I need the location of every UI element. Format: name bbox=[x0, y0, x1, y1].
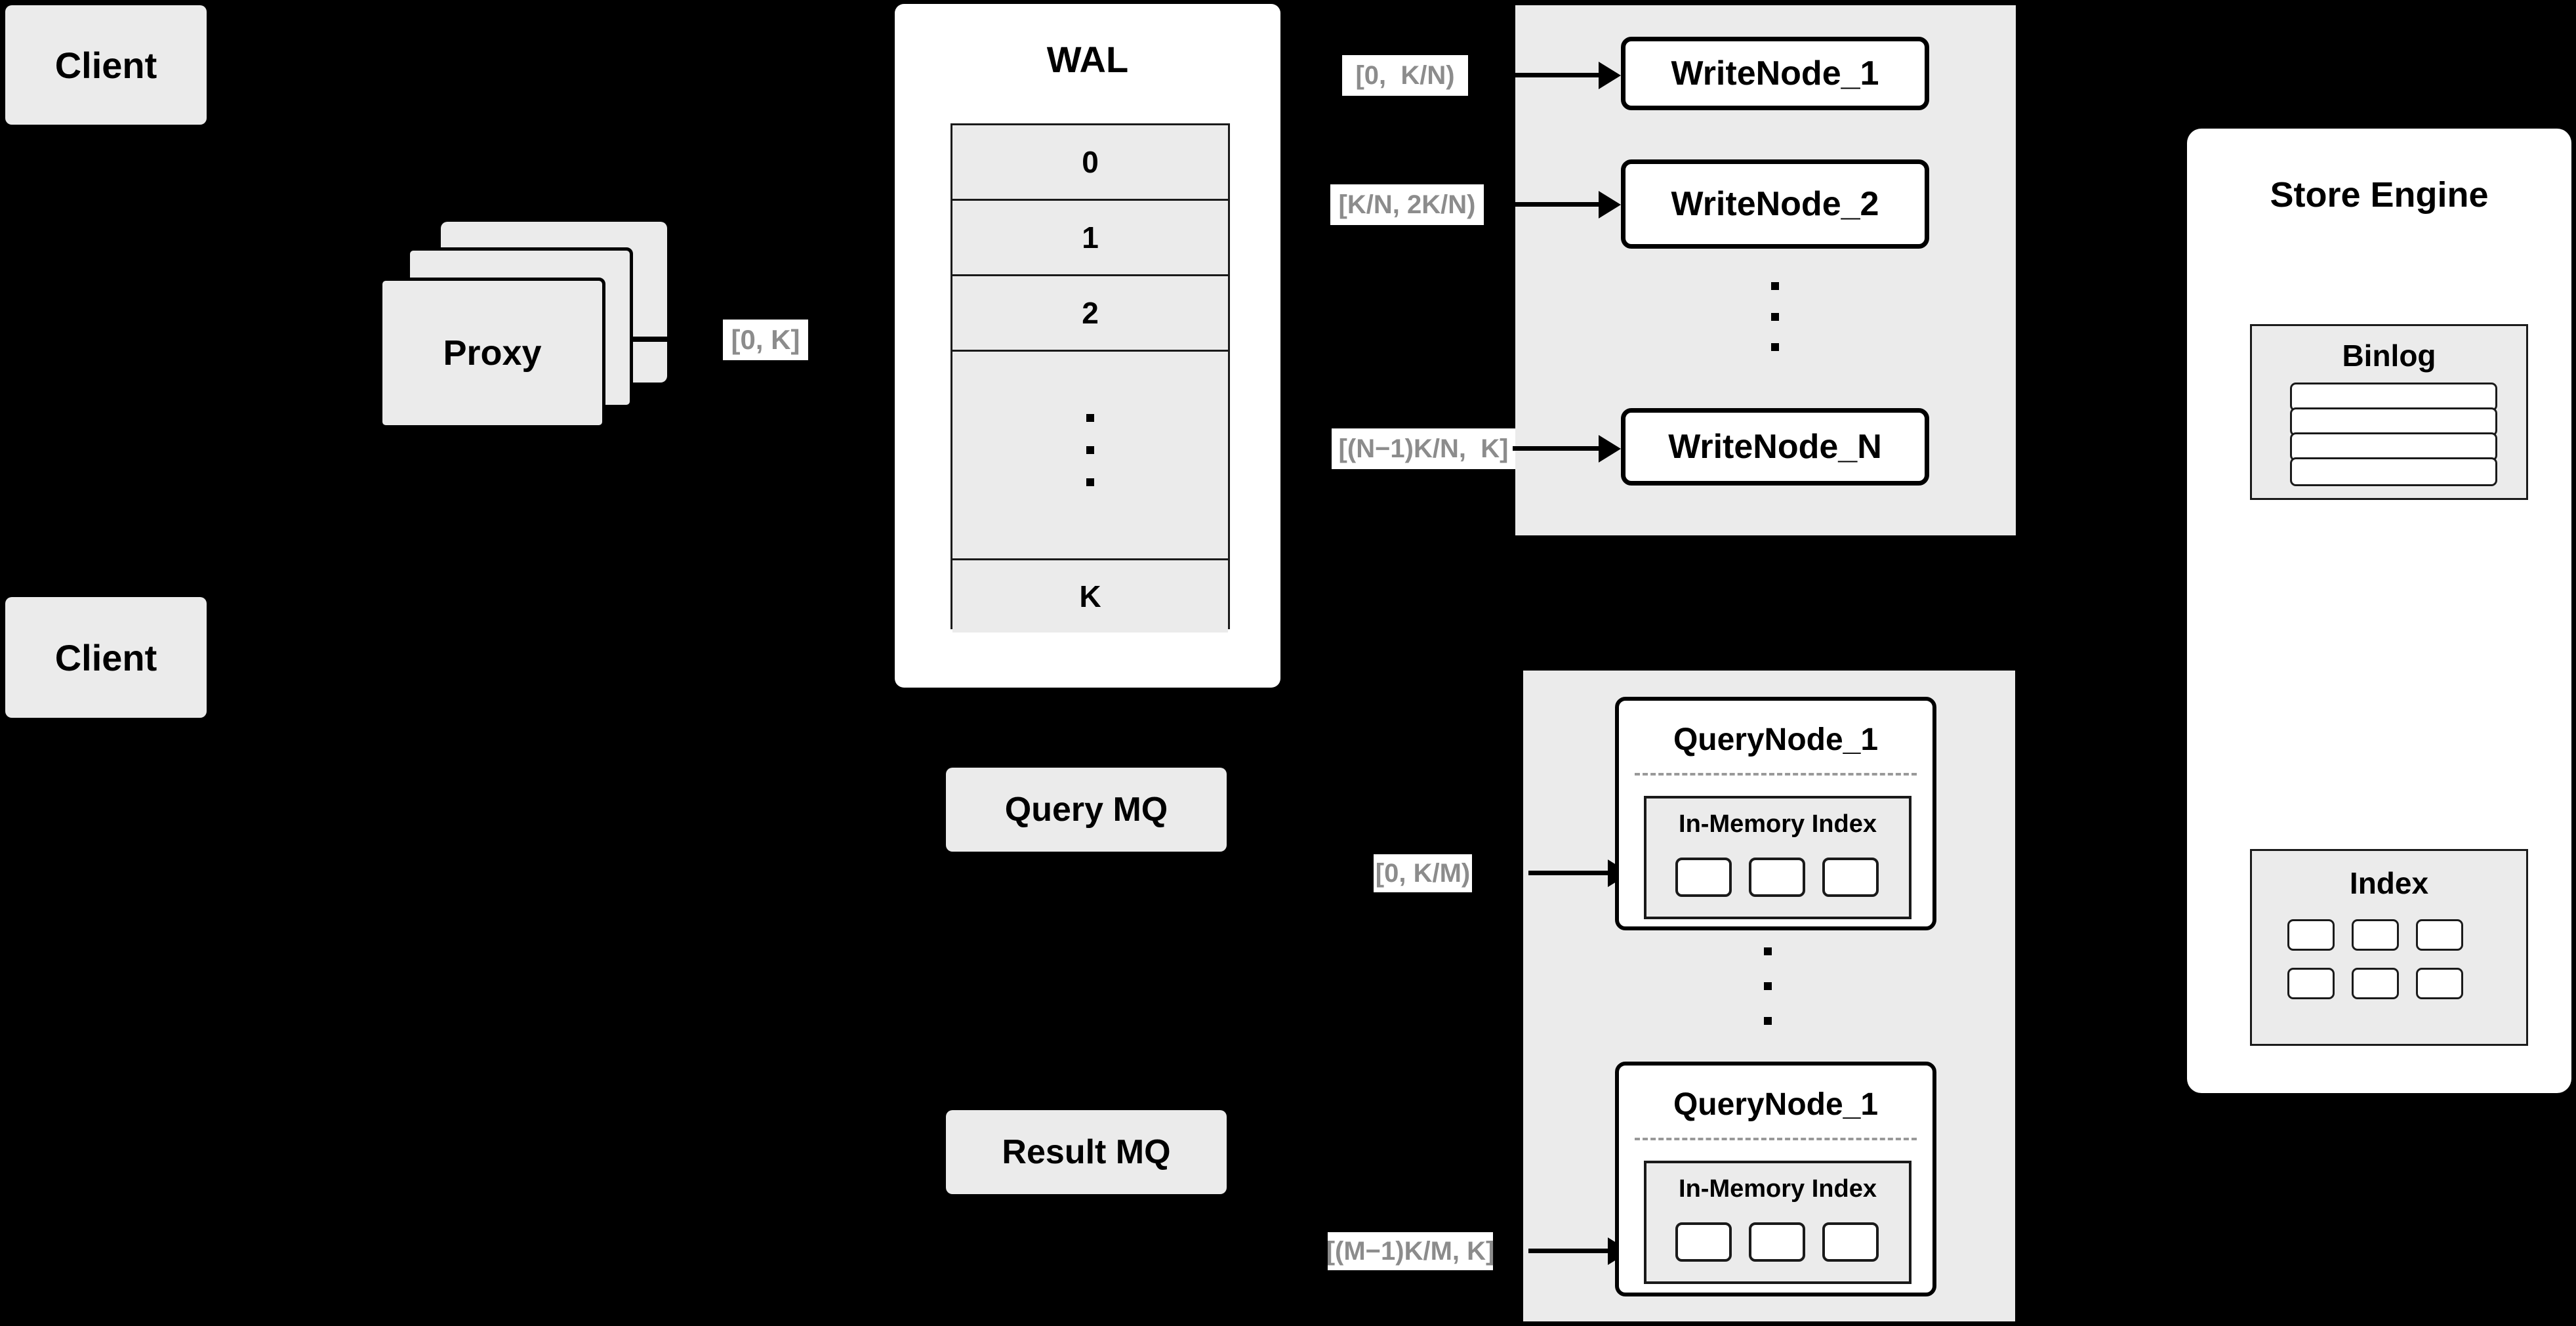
query-cluster-vertical-dots-icon bbox=[1763, 947, 1772, 1025]
index-chip[interactable] bbox=[1749, 1222, 1805, 1262]
binlog-title: Binlog bbox=[2342, 339, 2436, 373]
binlog-row[interactable] bbox=[2290, 457, 2497, 486]
index-title: Index bbox=[2349, 866, 2429, 900]
write-node-1[interactable]: WriteNode_1 bbox=[1621, 37, 1929, 110]
query-node-title: QueryNode_1 bbox=[1673, 1087, 1879, 1122]
write-node-n-arrow-head bbox=[1599, 435, 1621, 463]
write-node-2-arrow-head bbox=[1599, 191, 1621, 218]
query-node-n[interactable]: QueryNode_1 In-Memory Index bbox=[1615, 1062, 1936, 1296]
wal-row-ellipsis bbox=[952, 352, 1228, 560]
write-node-1-arrow-head bbox=[1599, 62, 1621, 89]
query-node-n-range-label: [(M−1)K/M, K] bbox=[1326, 1232, 1494, 1270]
index-chip[interactable] bbox=[2287, 919, 2335, 951]
store-engine-container: Store Engine Binlog Index bbox=[2187, 129, 2571, 1093]
write-node-label: WriteNode_2 bbox=[1671, 185, 1879, 223]
index-chip[interactable] bbox=[2416, 919, 2463, 951]
query-mq-box[interactable]: Query MQ bbox=[946, 768, 1227, 852]
write-node-label: WriteNode_1 bbox=[1671, 54, 1879, 93]
in-memory-index-title: In-Memory Index bbox=[1679, 1175, 1877, 1203]
write-node-1-range-label: [0, K/N) bbox=[1342, 55, 1468, 96]
index-chip[interactable] bbox=[1822, 1222, 1879, 1262]
proxy-range-label: [0, K] bbox=[723, 320, 808, 360]
write-node-n-arrow-line bbox=[1513, 446, 1605, 451]
proxy-label: Proxy bbox=[443, 333, 542, 373]
write-node-n-range-label: [(N−1)K/N, K] bbox=[1332, 428, 1515, 469]
write-node-n[interactable]: WriteNode_N bbox=[1621, 408, 1929, 486]
write-node-2-arrow-line bbox=[1513, 202, 1605, 207]
in-memory-index-panel: In-Memory Index bbox=[1644, 796, 1912, 919]
wal-row[interactable]: 2 bbox=[952, 276, 1228, 352]
wal-table: 0 1 2 K bbox=[951, 123, 1230, 632]
client-box-1[interactable]: Client bbox=[5, 5, 207, 125]
index-chip[interactable] bbox=[2352, 919, 2399, 951]
index-chip[interactable] bbox=[1675, 1222, 1732, 1262]
query-node-title: QueryNode_1 bbox=[1673, 722, 1879, 757]
query-node-separator bbox=[1635, 1138, 1917, 1140]
wal-container: WAL 0 1 2 K bbox=[895, 4, 1280, 688]
binlog-row[interactable] bbox=[2290, 383, 2497, 411]
query-mq-label: Query MQ bbox=[1004, 791, 1168, 829]
proxy-box[interactable]: Proxy bbox=[379, 278, 605, 428]
write-cluster-vertical-dots-icon bbox=[1770, 282, 1780, 351]
in-memory-index-panel: In-Memory Index bbox=[1644, 1161, 1912, 1284]
index-chip[interactable] bbox=[1822, 858, 1879, 897]
index-arrow-line bbox=[2165, 951, 2207, 955]
query-node-1[interactable]: QueryNode_1 In-Memory Index bbox=[1615, 697, 1936, 930]
write-node-1-arrow-line bbox=[1513, 73, 1605, 77]
client-label: Client bbox=[54, 636, 157, 678]
wal-row[interactable]: K bbox=[952, 560, 1228, 632]
result-mq-box[interactable]: Result MQ bbox=[946, 1110, 1227, 1194]
write-node-2[interactable]: WriteNode_2 bbox=[1621, 159, 1929, 249]
proxy-connector-stub bbox=[633, 337, 667, 342]
client-label: Client bbox=[54, 44, 157, 86]
index-chip[interactable] bbox=[2416, 968, 2463, 999]
query-node-separator bbox=[1635, 773, 1917, 776]
store-engine-title: Store Engine bbox=[2270, 175, 2489, 215]
binlog-panel: Binlog bbox=[2250, 324, 2528, 500]
index-chip[interactable] bbox=[1749, 858, 1805, 897]
index-chip[interactable] bbox=[2352, 968, 2399, 999]
write-node-label: WriteNode_N bbox=[1668, 428, 1882, 466]
wal-row[interactable]: 1 bbox=[952, 201, 1228, 276]
index-chip[interactable] bbox=[2287, 968, 2335, 999]
index-panel: Index bbox=[2250, 849, 2528, 1046]
index-chip[interactable] bbox=[1675, 858, 1732, 897]
query-node-1-range-label: [0, K/M) bbox=[1374, 854, 1472, 892]
wal-row[interactable]: 0 bbox=[952, 125, 1228, 201]
in-memory-index-title: In-Memory Index bbox=[1679, 810, 1877, 838]
query-node-1-arrow-line bbox=[1528, 871, 1612, 875]
wal-title: WAL bbox=[1046, 39, 1129, 80]
result-mq-label: Result MQ bbox=[1002, 1133, 1171, 1171]
vertical-dots-icon bbox=[1086, 414, 1094, 486]
query-node-n-arrow-line bbox=[1528, 1249, 1612, 1253]
write-node-2-range-label: [K/N, 2K/N) bbox=[1330, 184, 1484, 225]
client-box-2[interactable]: Client bbox=[5, 597, 207, 718]
binlog-arrow-line bbox=[2165, 387, 2207, 391]
